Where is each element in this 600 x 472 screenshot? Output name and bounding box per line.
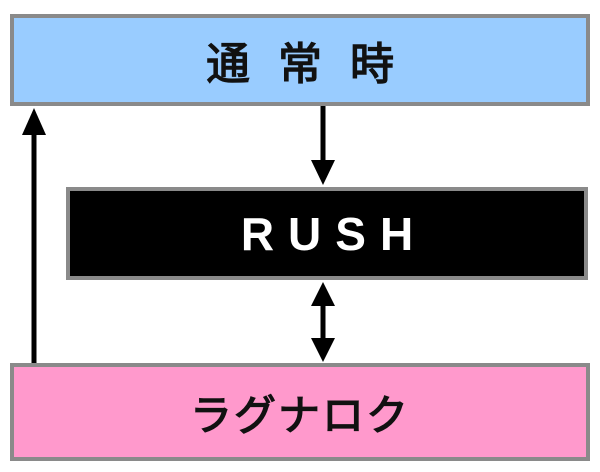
arrow-rush-ragnarok-bidirectional [311,282,335,362]
ragnarok-state-label: ラグナロク [189,390,410,440]
normal-state-label: 通常時 [206,39,422,90]
rush-state-label: RUSH [240,207,428,260]
arrow-ragnarok-to-normal [22,108,46,363]
arrow-normal-to-rush [311,106,335,185]
rush-state-box: RUSH [66,187,588,280]
normal-state-box: 通常時 [10,14,590,106]
ragnarok-state-box: ラグナロク [10,363,590,461]
